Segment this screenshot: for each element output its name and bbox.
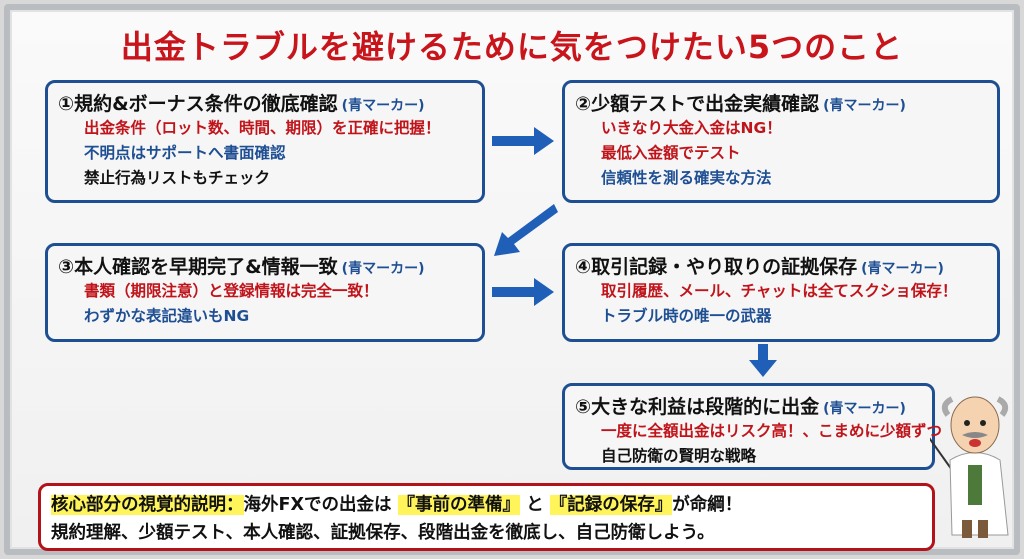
arrow-right-icon: [492, 278, 554, 306]
step-point: 書類（期限注意）と登録情報は完全一致！: [84, 282, 379, 300]
step-point: いきなり大金入金はNG！: [601, 119, 782, 137]
arrow-diagonal-icon: [494, 204, 558, 256]
step-point: 一度に全額出金はリスク高！、こまめに少額ずつ: [601, 422, 943, 440]
arrow-right-icon: [492, 127, 554, 155]
summary-text: 海外FXでの出金は: [243, 495, 392, 515]
marker-note: (青マーカー): [341, 261, 425, 277]
page-title: 出金トラブルを避けるために気をつけたい5つのこと: [120, 28, 904, 66]
step-point: 自己防衛の賢明な戦略: [601, 447, 757, 465]
highlight-records: 『記録の保存』: [549, 495, 673, 515]
step-2-box: ②少額テストで出金実績確認(青マーカー) いきなり大金入金はNG！ 最低入金額でテス…: [562, 80, 1000, 203]
step-1-box: ①規約&ボーナス条件の徹底確認(青マーカー) 出金条件（ロット数、時間、期限）を正…: [45, 80, 485, 203]
summary-text: と: [526, 495, 544, 515]
marker-note: (青マーカー): [823, 401, 906, 417]
step-heading: ⑤大きな利益は段階的に出金(青マーカー): [575, 392, 922, 419]
step-heading: ②少額テストで出金実績確認(青マーカー): [575, 89, 987, 116]
step-point: 信頼性を測る確実な方法: [601, 169, 772, 187]
step-title: ①規約&ボーナス条件の徹底確認: [58, 93, 338, 115]
summary-text: が命綱！: [672, 495, 743, 515]
step-point: わずかな表記違いもNG: [84, 307, 250, 325]
step-3-box: ③本人確認を早期完了&情報一致(青マーカー) 書類（期限注意）と登録情報は完全一致…: [45, 243, 485, 342]
step-title: ⑤大きな利益は段階的に出金: [575, 396, 820, 418]
summary-callout: 核心部分の視覚的説明：海外FXでの出金は 『事前の準備』 と 『記録の保存』が命…: [38, 483, 935, 551]
step-heading: ③本人確認を早期完了&情報一致(青マーカー): [58, 252, 472, 279]
step-point: 出金条件（ロット数、時間、期限）を正確に把握！: [84, 119, 441, 137]
step-point: 不明点はサポートへ書面確認: [84, 144, 286, 162]
step-4-box: ④取引記録・やり取りの証拠保存(青マーカー) 取引履歴、メール、チャットは全てスク…: [562, 243, 1000, 342]
summary-line-2: 規約理解、少額テスト、本人確認、証拠保存、段階出金を徹底し、自己防衛しよう。: [51, 523, 715, 543]
highlight-preparation: 『事前の準備』: [397, 495, 521, 515]
step-title: ③本人確認を早期完了&情報一致: [58, 256, 338, 278]
step-heading: ④取引記録・やり取りの証拠保存(青マーカー): [575, 252, 987, 279]
step-title: ④取引記録・やり取りの証拠保存: [575, 256, 858, 278]
summary-label: 核心部分の視覚的説明：: [51, 495, 244, 515]
step-title: ②少額テストで出金実績確認: [575, 93, 820, 115]
arrow-down-icon: [749, 344, 777, 377]
step-point: 禁止行為リストもチェック: [84, 169, 271, 187]
step-point: トラブル時の唯一の武器: [601, 307, 772, 325]
step-point: 取引履歴、メール、チャットは全てスクショ保存！: [601, 282, 958, 300]
professor-illustration: [930, 396, 1009, 538]
marker-note: (青マーカー): [861, 261, 944, 277]
step-point: 最低入金額でテスト: [601, 144, 741, 162]
marker-note: (青マーカー): [823, 98, 906, 114]
step-5-box: ⑤大きな利益は段階的に出金(青マーカー) 一度に全額出金はリスク高！、こまめに少額…: [562, 383, 943, 470]
step-heading: ①規約&ボーナス条件の徹底確認(青マーカー): [58, 89, 472, 116]
marker-note: (青マーカー): [341, 98, 425, 114]
